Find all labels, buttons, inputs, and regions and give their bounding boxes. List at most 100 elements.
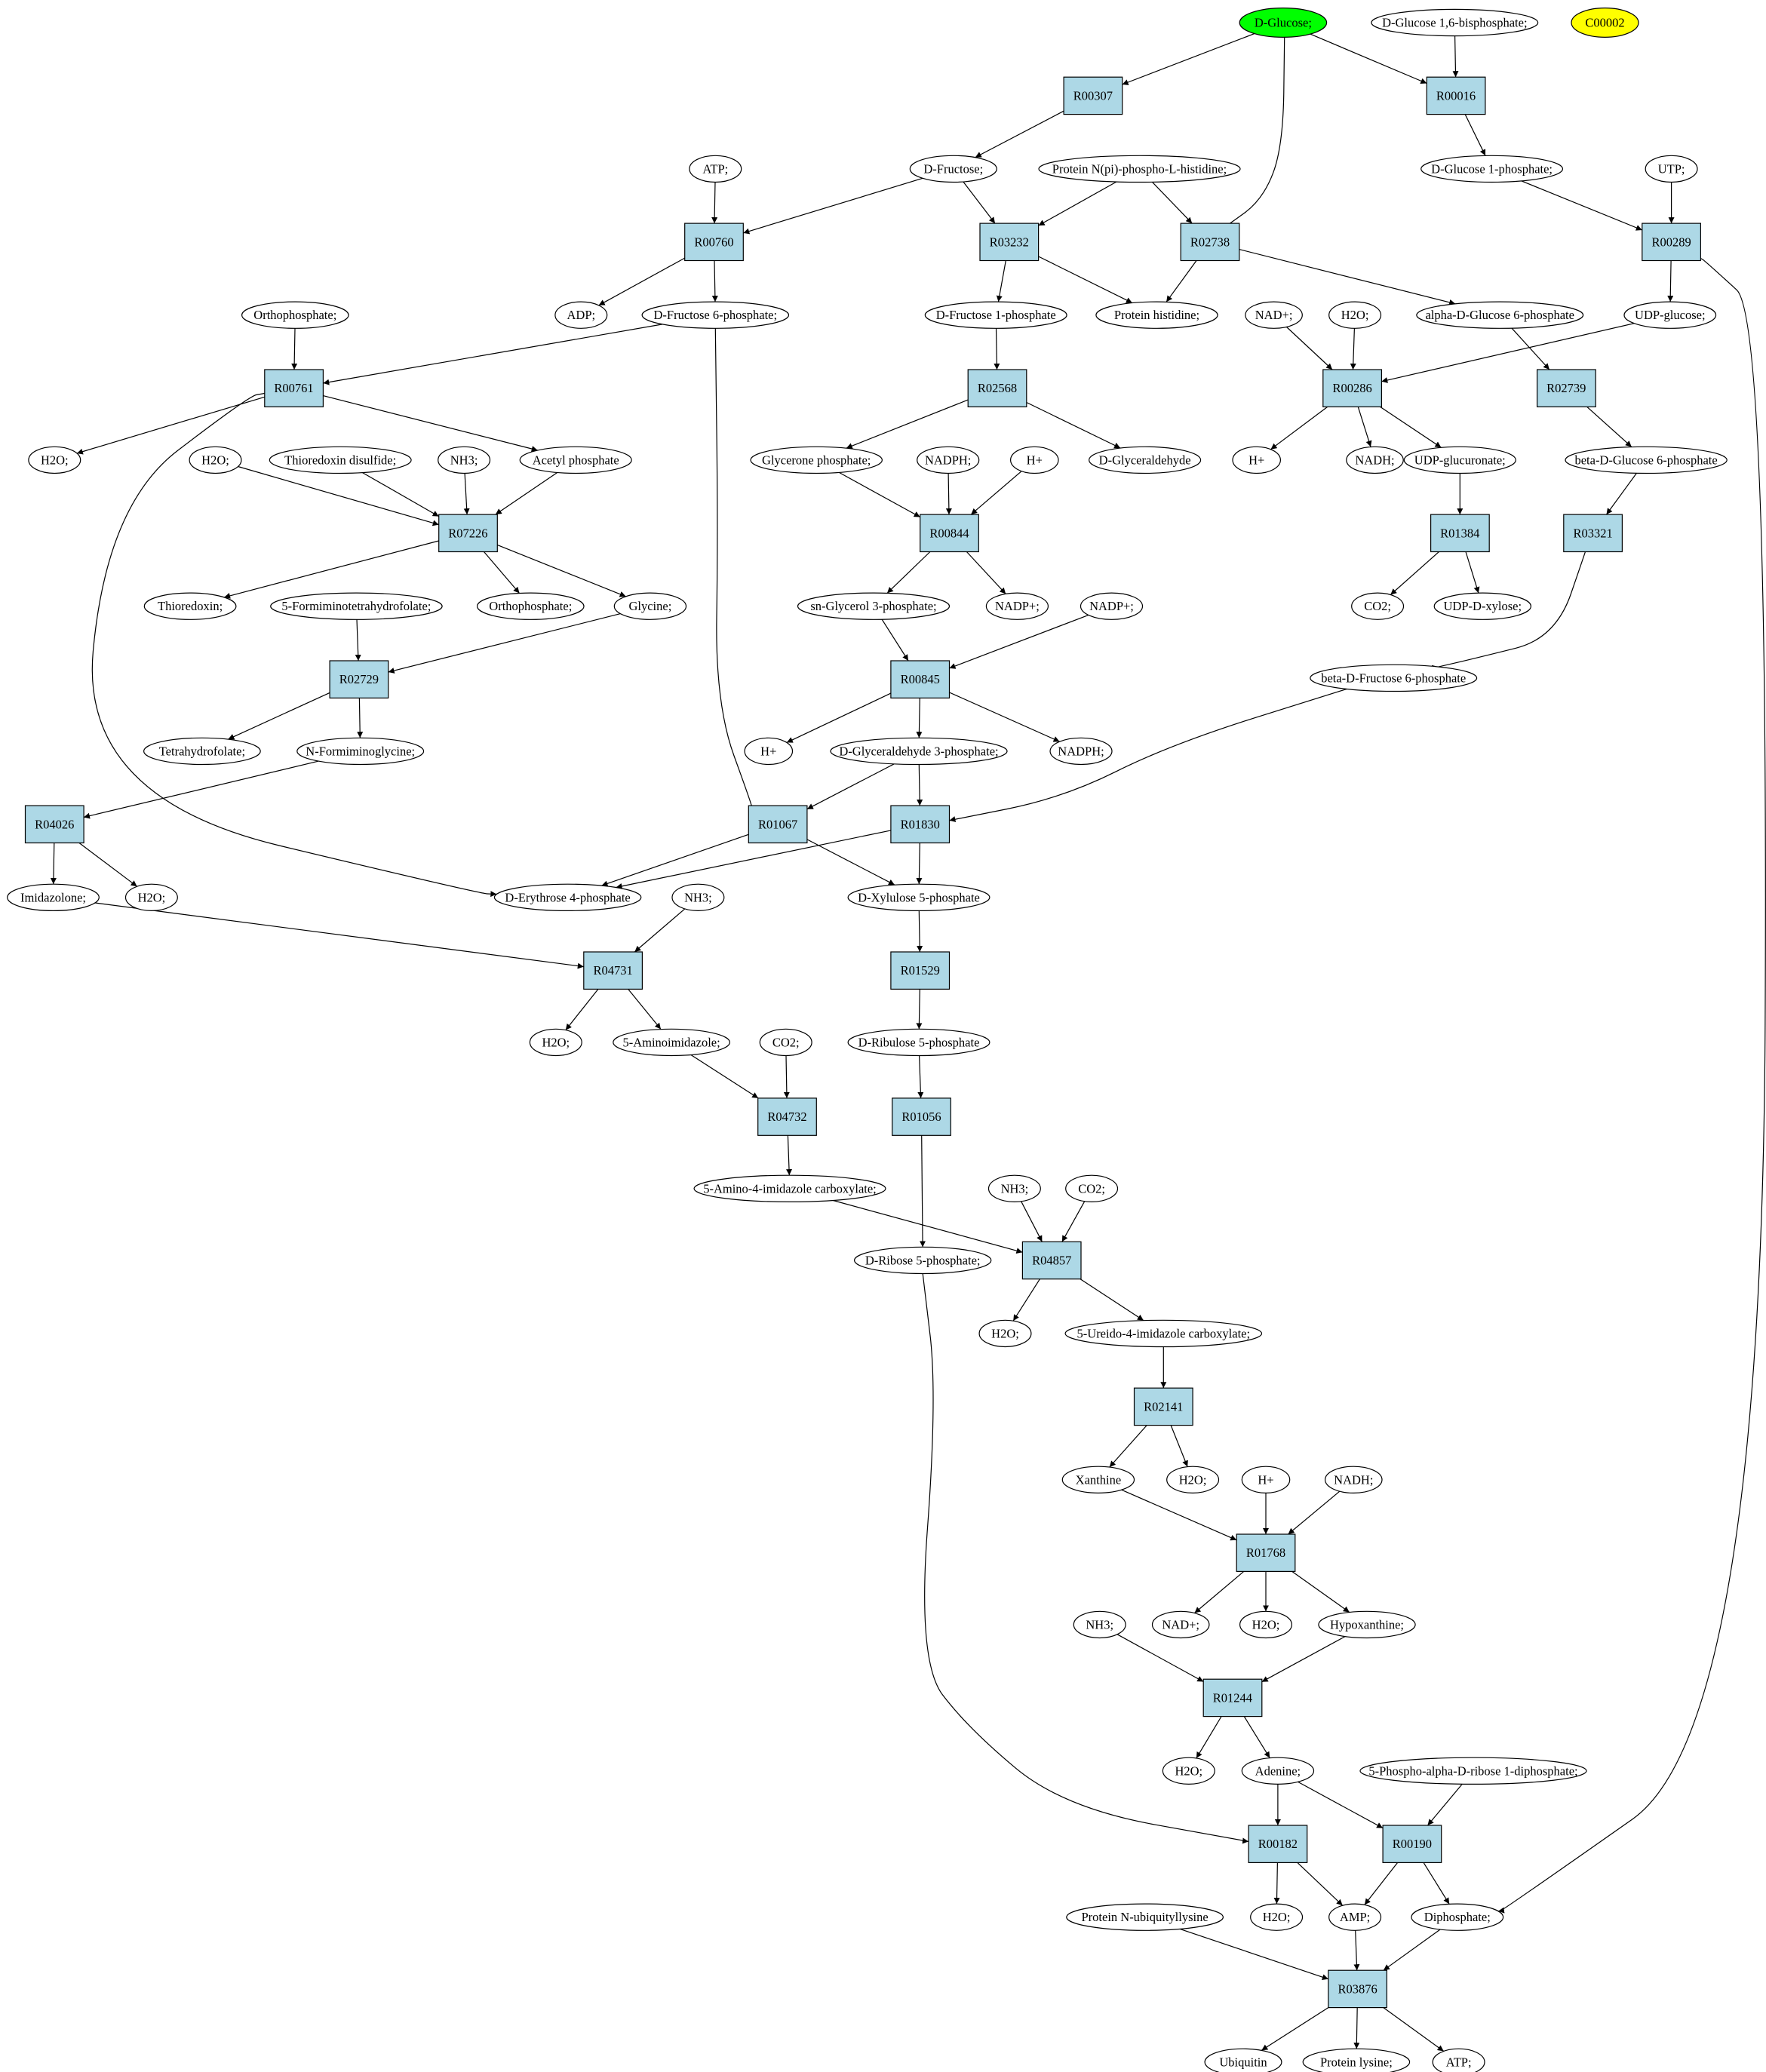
compound-node-trxs[interactable]: Thioredoxin disulfide;	[269, 446, 412, 474]
compound-node-h2o_j[interactable]: H2O;	[1250, 1903, 1304, 1931]
compound-node-udpg[interactable]: UDP-glucose;	[1623, 301, 1717, 329]
reaction-node-R00307[interactable]: R00307	[1063, 76, 1123, 115]
compound-node-plys[interactable]: Protein lysine;	[1302, 2048, 1411, 2072]
compound-node-orthop2[interactable]: Orthophosphate;	[476, 592, 585, 620]
compound-node-h2o_e[interactable]: H2O;	[529, 1028, 582, 1057]
reaction-node-R00289[interactable]: R00289	[1642, 223, 1702, 262]
reaction-node-R00190[interactable]: R00190	[1382, 1825, 1442, 1864]
compound-node-co2_c[interactable]: CO2;	[1065, 1174, 1119, 1203]
compound-node-utp[interactable]: UTP;	[1645, 155, 1698, 183]
compound-node-xan[interactable]: Xanthine	[1061, 1466, 1135, 1494]
compound-node-gap[interactable]: D-Glyceraldehyde 3-phosphate;	[830, 737, 1008, 766]
compound-node-g1p[interactable]: D-Glucose 1-phosphate;	[1420, 155, 1564, 183]
reaction-node-R01056[interactable]: R01056	[892, 1097, 951, 1136]
compound-node-nfgly[interactable]: N-Formiminoglycine;	[296, 737, 425, 766]
compound-node-g3p[interactable]: sn-Glycerol 3-phosphate;	[797, 592, 951, 620]
compound-node-nadpp_a[interactable]: NADP+;	[985, 592, 1049, 620]
reaction-node-R01244[interactable]: R01244	[1202, 1678, 1263, 1717]
reaction-node-R07226[interactable]: R07226	[438, 514, 498, 553]
compound-node-f6p[interactable]: D-Fructose 6-phosphate;	[641, 301, 790, 329]
reaction-node-R04857[interactable]: R04857	[1021, 1241, 1082, 1280]
compound-node-xu5p[interactable]: D-Xylulose 5-phosphate	[847, 883, 990, 912]
compound-node-imid[interactable]: Imidazolone;	[7, 883, 100, 912]
compound-node-h2o_b[interactable]: H2O;	[28, 446, 81, 474]
compound-node-fthf[interactable]: 5-Formiminotetrahydrofolate;	[270, 592, 443, 620]
reaction-node-R04026[interactable]: R04026	[24, 805, 84, 844]
compound-node-h2o_a[interactable]: H2O;	[1328, 301, 1382, 329]
reaction-node-R03232[interactable]: R03232	[979, 223, 1040, 262]
compound-node-nadp_b[interactable]: NAD+;	[1151, 1610, 1210, 1639]
compound-node-bg6p[interactable]: beta-D-Glucose 6-phosphate	[1565, 446, 1728, 474]
compound-node-e4p[interactable]: D-Erythrose 4-phosphate	[493, 883, 642, 912]
compound-node-adp[interactable]: ADP;	[554, 301, 608, 329]
compound-node-h2o_g[interactable]: H2O;	[1166, 1466, 1220, 1494]
compound-node-nadh_a[interactable]: NADH;	[1346, 446, 1404, 474]
compound-node-uic[interactable]: 5-Ureido-4-imidazole carboxylate;	[1064, 1319, 1263, 1348]
compound-node-trx[interactable]: Thioredoxin;	[143, 592, 237, 620]
reaction-node-R02568[interactable]: R02568	[967, 369, 1027, 408]
compound-node-nadpp_b[interactable]: NADP+;	[1080, 592, 1144, 620]
compound-node-nh3_c[interactable]: NH3;	[987, 1174, 1041, 1203]
compound-node-nadph_b[interactable]: NADPH;	[1049, 737, 1113, 766]
compound-node-fru[interactable]: D-Fructose;	[909, 155, 997, 183]
compound-node-nh3_a[interactable]: NH3;	[438, 446, 491, 474]
compound-node-atp1[interactable]: ATP;	[689, 155, 742, 183]
compound-node-f1p[interactable]: D-Fructose 1-phosphate	[924, 301, 1067, 329]
reaction-node-R00760[interactable]: R00760	[684, 223, 744, 262]
compound-node-ade[interactable]: Adenine;	[1241, 1757, 1315, 1785]
compound-node-phis[interactable]: Protein histidine;	[1095, 301, 1218, 329]
compound-node-h2o_i[interactable]: H2O;	[1162, 1757, 1215, 1785]
reaction-node-R03321[interactable]: R03321	[1563, 514, 1623, 553]
compound-node-h2o_h[interactable]: H2O;	[1239, 1610, 1292, 1639]
compound-node-udpglcA[interactable]: UDP-glucuronate;	[1403, 446, 1516, 474]
compound-node-hypx[interactable]: Hypoxanthine;	[1318, 1610, 1416, 1639]
reaction-node-R00844[interactable]: R00844	[920, 514, 979, 553]
compound-node-orthop1[interactable]: Orthophosphate;	[241, 301, 349, 329]
reaction-node-R04732[interactable]: R04732	[757, 1097, 817, 1136]
compound-node-nadh_b[interactable]: NADH;	[1325, 1466, 1383, 1494]
compound-node-acp[interactable]: Acetyl phosphate	[519, 446, 632, 474]
compound-node-ru5p[interactable]: D-Ribulose 5-phosphate	[847, 1028, 990, 1057]
query-node-c00002[interactable]: C00002	[1571, 8, 1639, 38]
compound-node-ubq[interactable]: Ubiquitin	[1204, 2048, 1282, 2072]
compound-node-hplus_b[interactable]: H+	[1232, 446, 1282, 474]
reaction-node-R01067[interactable]: R01067	[748, 805, 808, 844]
reaction-node-R01830[interactable]: R01830	[890, 805, 951, 844]
reaction-node-R01384[interactable]: R01384	[1430, 514, 1490, 553]
compound-node-ag6p[interactable]: alpha-D-Glucose 6-phosphate	[1416, 301, 1584, 329]
reaction-node-R01768[interactable]: R01768	[1236, 1533, 1296, 1573]
compound-node-hplus_a[interactable]: H+	[1010, 446, 1059, 474]
compound-node-nadp1[interactable]: NAD+;	[1245, 301, 1303, 329]
reaction-node-R00016[interactable]: R00016	[1426, 76, 1486, 115]
reaction-node-R00182[interactable]: R00182	[1248, 1825, 1308, 1864]
compound-node-atp2[interactable]: ATP;	[1432, 2048, 1485, 2072]
compound-node-ppi[interactable]: Diphosphate;	[1411, 1903, 1504, 1931]
compound-node-bf6p[interactable]: beta-D-Fructose 6-phosphate	[1310, 664, 1478, 692]
compound-node-nh3_d[interactable]: NH3;	[1073, 1610, 1126, 1639]
reaction-node-R02141[interactable]: R02141	[1133, 1387, 1193, 1426]
compound-node-nadph_a[interactable]: NADPH;	[917, 446, 980, 474]
compound-node-co2_b[interactable]: CO2;	[759, 1028, 812, 1057]
compound-node-nh3_b[interactable]: NH3;	[671, 883, 725, 912]
compound-node-gly[interactable]: Glycine;	[613, 592, 687, 620]
reaction-node-R02729[interactable]: R02729	[329, 660, 389, 699]
compound-node-thf[interactable]: Tetrahydrofolate;	[143, 737, 261, 766]
reaction-node-R00286[interactable]: R00286	[1322, 369, 1383, 408]
compound-node-r5p[interactable]: D-Ribose 5-phosphate;	[853, 1246, 992, 1275]
reaction-node-R01529[interactable]: R01529	[890, 951, 951, 990]
reaction-node-R00845[interactable]: R00845	[890, 660, 951, 699]
compound-node-h2o_d[interactable]: H2O;	[124, 883, 178, 912]
compound-node-prpp[interactable]: 5-Phospho-alpha-D-ribose 1-diphosphate;	[1359, 1757, 1587, 1785]
reaction-node-R00761[interactable]: R00761	[264, 369, 324, 408]
compound-node-hplus_d[interactable]: H+	[1241, 1466, 1291, 1494]
compound-node-udpxyl[interactable]: UDP-D-xylose;	[1433, 592, 1532, 620]
compound-node-h2o_c[interactable]: H2O;	[189, 446, 242, 474]
compound-node-glyald[interactable]: D-Glyceraldehyde	[1088, 446, 1202, 474]
compound-node-pnub[interactable]: Protein N-ubiquityllysine	[1066, 1903, 1224, 1931]
compound-node-pnph[interactable]: Protein N(pi)-phospho-L-histidine;	[1038, 155, 1241, 183]
compound-node-co2_a[interactable]: CO2;	[1351, 592, 1405, 620]
compound-node-aimid[interactable]: 5-Aminoimidazole;	[613, 1028, 730, 1057]
reaction-node-R03876[interactable]: R03876	[1328, 1969, 1388, 2009]
compound-node-hplus_c[interactable]: H+	[744, 737, 794, 766]
seed-node-glc[interactable]: D-Glucose;	[1239, 8, 1328, 38]
